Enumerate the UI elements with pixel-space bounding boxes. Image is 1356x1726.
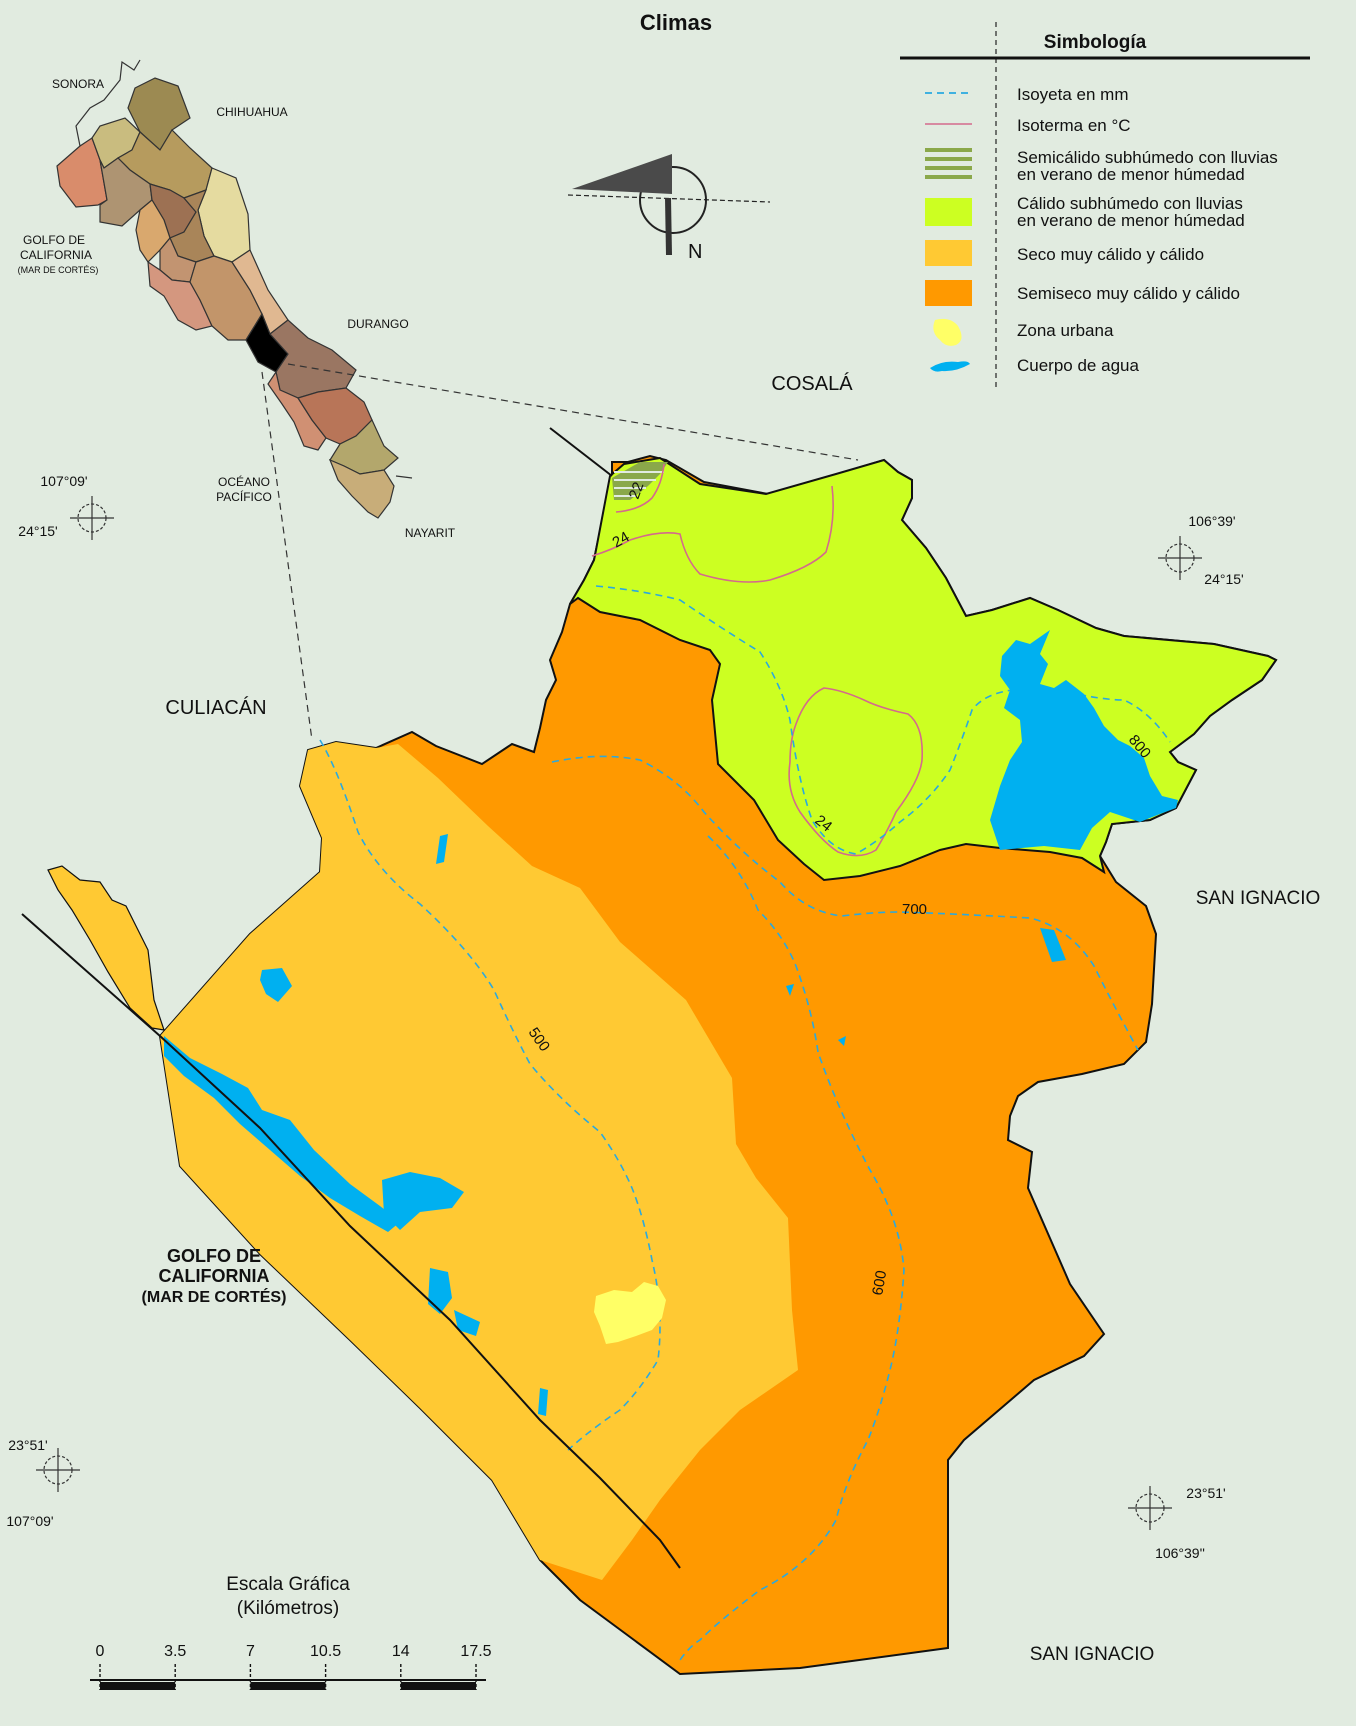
legend-label-isoyeta: Isoyeta en mm — [1017, 85, 1129, 104]
inset-golfo-1: GOLFO DE — [23, 233, 85, 247]
legend-label-urbana: Zona urbana — [1017, 321, 1114, 340]
legend-label-semicalido-2: en verano de menor húmedad — [1017, 165, 1245, 184]
legend-label-isoterma: Isoterma en °C — [1017, 116, 1131, 135]
water-swatch — [930, 361, 970, 372]
label-cosala: COSALÁ — [771, 372, 853, 395]
scale-tick-label: 17.5 — [460, 1643, 491, 1660]
inset-golfo-2: CALIFORNIA — [20, 248, 92, 262]
municipality-map — [21, 427, 1278, 1676]
inset-durango: DURANGO — [347, 317, 408, 331]
scale-segment — [400, 1682, 476, 1690]
neighbor-labels: COSALÁ CULIACÁN SAN IGNACIO SAN IGNACIO … — [142, 372, 1321, 1665]
inset-sonora: SONORA — [52, 77, 104, 91]
lagoon-east — [382, 1172, 464, 1230]
label-culiacan: CULIACÁN — [165, 696, 266, 719]
legend-label-seco: Seco muy cálido y cálido — [1017, 245, 1204, 264]
urban-swatch — [933, 318, 962, 346]
coord-se-lat: 23°51' — [1186, 1485, 1225, 1501]
scale-tick-label: 7 — [246, 1643, 255, 1660]
lagoon-south — [428, 1268, 452, 1314]
coordinate-markers — [36, 496, 1202, 1530]
coordinate-labels: 107°09' 24°15' 106°39' 24°15' 23°51' 107… — [6, 473, 1243, 1561]
north-arrow: N — [567, 154, 771, 263]
crosshair-ne — [1158, 536, 1202, 580]
inset-state-map — [56, 59, 413, 519]
coastline — [21, 913, 681, 1569]
scale-segment — [250, 1682, 326, 1690]
crosshair-se — [1128, 1486, 1172, 1530]
label-san-ignacio-south: SAN IGNACIO — [1030, 1644, 1155, 1665]
scale-bar: Escala Gráfica (Kilómetros) 0 3.5 7 10.5 14 1… — [90, 1574, 492, 1690]
lagoon-main — [164, 1036, 400, 1232]
reservoir — [990, 630, 1178, 850]
isotherm-label-24a: 24 — [610, 528, 633, 551]
scale-tick-label: 0 — [96, 1643, 105, 1660]
legend-label-calido-2: en verano de menor húmedad — [1017, 211, 1245, 230]
pond-2 — [436, 834, 448, 864]
inset-oceano-1: OCÉANO — [218, 474, 270, 489]
urban-zone — [594, 1282, 666, 1344]
legend-label-agua: Cuerpo de agua — [1017, 356, 1139, 375]
isotherm-label-22: 22 — [626, 480, 648, 501]
scale-ticks: 0 3.5 7 10.5 14 17.5 — [90, 1643, 492, 1690]
coord-nw-lon: 107°09' — [40, 473, 87, 489]
seco-swatch — [925, 240, 972, 266]
legend: Simbología Isoyeta en mm Isoterma en °C … — [900, 22, 1310, 388]
calido-swatch — [925, 198, 972, 226]
semicalido-swatch — [925, 148, 972, 180]
scale-unit: (Kilómetros) — [237, 1598, 339, 1619]
zone-seco — [160, 742, 798, 1580]
scale-tick-label: 14 — [392, 1643, 410, 1660]
semiseco-swatch — [925, 280, 972, 306]
coord-ne-lat: 24°15' — [1204, 571, 1243, 587]
inset-oceano-2: PACÍFICO — [216, 489, 272, 504]
gulf-label-3: (MAR DE CORTÉS) — [142, 1287, 287, 1306]
coord-sw-lat: 23°51' — [8, 1437, 47, 1453]
crosshair-nw — [70, 496, 114, 540]
scale-tick-label: 10.5 — [310, 1643, 341, 1660]
coord-nw-lat: 24°15' — [18, 523, 57, 539]
inset-golfo-3: (MAR DE CORTÉS) — [18, 265, 99, 275]
zone-seco-coast — [47, 865, 165, 1031]
coord-ne-lon: 106°39' — [1188, 513, 1235, 529]
gulf-label-2: CALIFORNIA — [159, 1266, 270, 1286]
isohyet-label-700: 700 — [902, 901, 927, 918]
legend-label-semicalido: Semicálido subhúmedo con lluvias — [1017, 148, 1278, 167]
coord-sw-lon: 107°09' — [6, 1513, 53, 1529]
zoom-lines — [261, 363, 859, 741]
pond-5 — [838, 1036, 846, 1046]
boundary-stub — [549, 427, 613, 477]
pond-3 — [1040, 928, 1066, 962]
pond-1 — [538, 1388, 548, 1416]
coord-se-lon: 106°39'' — [1155, 1545, 1205, 1561]
isotherm-label-24b: 24 — [812, 812, 836, 836]
water-bodies — [164, 630, 1178, 1416]
scale-segment — [100, 1682, 176, 1690]
gulf-label-1: GOLFO DE — [167, 1246, 261, 1266]
zone-semicalido — [612, 462, 668, 500]
legend-label-semiseco: Semiseco muy cálido y cálido — [1017, 284, 1240, 303]
scale-title: Escala Gráfica — [226, 1574, 350, 1595]
isotherms — [591, 463, 924, 857]
label-san-ignacio-east: SAN IGNACIO — [1196, 888, 1321, 909]
pond-4 — [786, 984, 794, 996]
legend-title: Simbología — [1044, 32, 1147, 53]
inset-chihuahua: CHIHUAHUA — [216, 105, 287, 119]
scale-tick-label: 3.5 — [164, 1643, 186, 1660]
isohyet-label-600: 600 — [869, 1269, 890, 1297]
crosshair-sw — [36, 1448, 80, 1492]
map-title: Climas — [640, 10, 712, 35]
north-label: N — [688, 241, 702, 263]
lagoon-north — [260, 968, 292, 1002]
lagoon-south2 — [454, 1310, 480, 1336]
inset-labels: SONORA CHIHUAHUA GOLFO DE CALIFORNIA (MA… — [18, 77, 456, 540]
inset-nayarit: NAYARIT — [405, 526, 456, 540]
legend-label-calido: Cálido subhúmedo con lluvias — [1017, 194, 1243, 213]
